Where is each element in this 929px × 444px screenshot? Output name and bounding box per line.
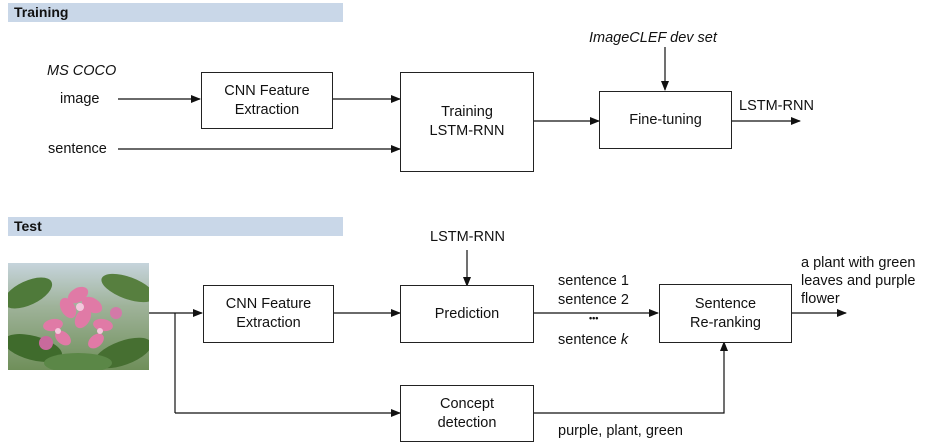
box-line: CNN Feature [225,296,312,312]
box-line: Concept [439,395,494,412]
prediction-box: Prediction [400,285,534,343]
ms-coco-label: MS COCO [47,63,117,79]
test-section-header: Test [8,217,343,236]
test-lstm-input-label: LSTM-RNN [430,229,505,245]
box-line: Extraction [234,101,300,118]
output-caption-line: flower [801,291,840,307]
sentence-k-label: sentence k [558,331,628,349]
box-line: Fine-tuning [629,111,702,128]
output-caption-line: leaves and purple [801,273,916,289]
training-output-label: LSTM-RNN [739,98,814,114]
flower-illustration [8,273,149,370]
box-line: Prediction [434,305,500,322]
box-line: detection [437,414,497,431]
flower-photo [8,263,149,370]
fine-tuning-box: Fine-tuning [599,91,732,149]
output-caption-line: a plant with green [801,255,916,271]
concepts-label: purple, plant, green [558,423,683,439]
imageclef-dev-set-label: ImageCLEF dev set [589,30,717,46]
box-line: Training [441,104,493,120]
sentence-ellipsis: ••• [589,313,599,323]
sentence-1-label: sentence 1 [558,273,629,289]
sentence-k-variable: k [620,332,629,348]
sentence-2-label: sentence 2 [558,292,629,308]
arrow-concept-to-rerank [533,341,728,414]
box-line: CNN Feature [224,82,310,99]
concept-detection-box: Concept detection [400,385,534,442]
box-line: LSTM-RNN [429,123,505,139]
sentence-input-label: sentence [48,141,107,157]
box-line: Sentence [694,295,757,312]
box-line: Re-ranking [690,314,761,331]
sentence-k-prefix: sentence [558,332,621,348]
training-section-header: Training [8,3,343,22]
image-input-label: image [60,91,100,107]
output-caption: a plant with green leaves and purple flo… [801,254,915,308]
box-line: Extraction [236,315,301,331]
